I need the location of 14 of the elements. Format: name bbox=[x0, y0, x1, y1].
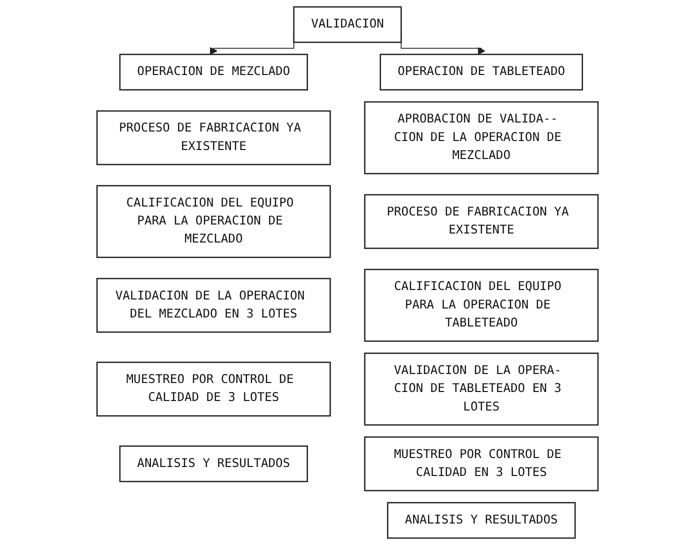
node-box: APROBACION DE VALIDA-- CION DE LA OPERACION DE MEZCLADO bbox=[364, 101, 599, 174]
node-box: CALIFICACION DEL EQUIPO PARA LA OPERACION DE TABLETEADO bbox=[364, 268, 599, 342]
node-box: VALIDACION bbox=[293, 6, 402, 43]
node-box: MUESTREO POR CONTROL DE CALIDAD EN 3 LOTES bbox=[364, 436, 599, 492]
node-box: PROCESO DE FABRICACION YA EXISTENTE bbox=[96, 110, 331, 166]
node-box: ANALISIS Y RESULTADOS bbox=[387, 502, 576, 539]
node-box: PROCESO DE FABRICACION YA EXISTENTE bbox=[364, 194, 599, 249]
node-box: ANALISIS Y RESULTADOS bbox=[119, 445, 308, 482]
node-box: MUESTREO POR CONTROL DE CALIDAD DE 3 LOTES bbox=[96, 362, 331, 417]
node-box: OPERACION DE MEZCLADO bbox=[119, 54, 308, 90]
node-box: VALIDACION DE LA OPERACION DEL MEZCLADO EN 3 LOTES bbox=[96, 278, 331, 333]
node-box: OPERACION DE TABLETEADO bbox=[380, 54, 584, 90]
node-box: VALIDACION DE LA OPERA- CION DE TABLETEADO EN 3 LOTES bbox=[364, 352, 599, 426]
node-box: CALIFICACION DEL EQUIPO PARA LA OPERACION DE MEZCLADO bbox=[96, 185, 331, 258]
